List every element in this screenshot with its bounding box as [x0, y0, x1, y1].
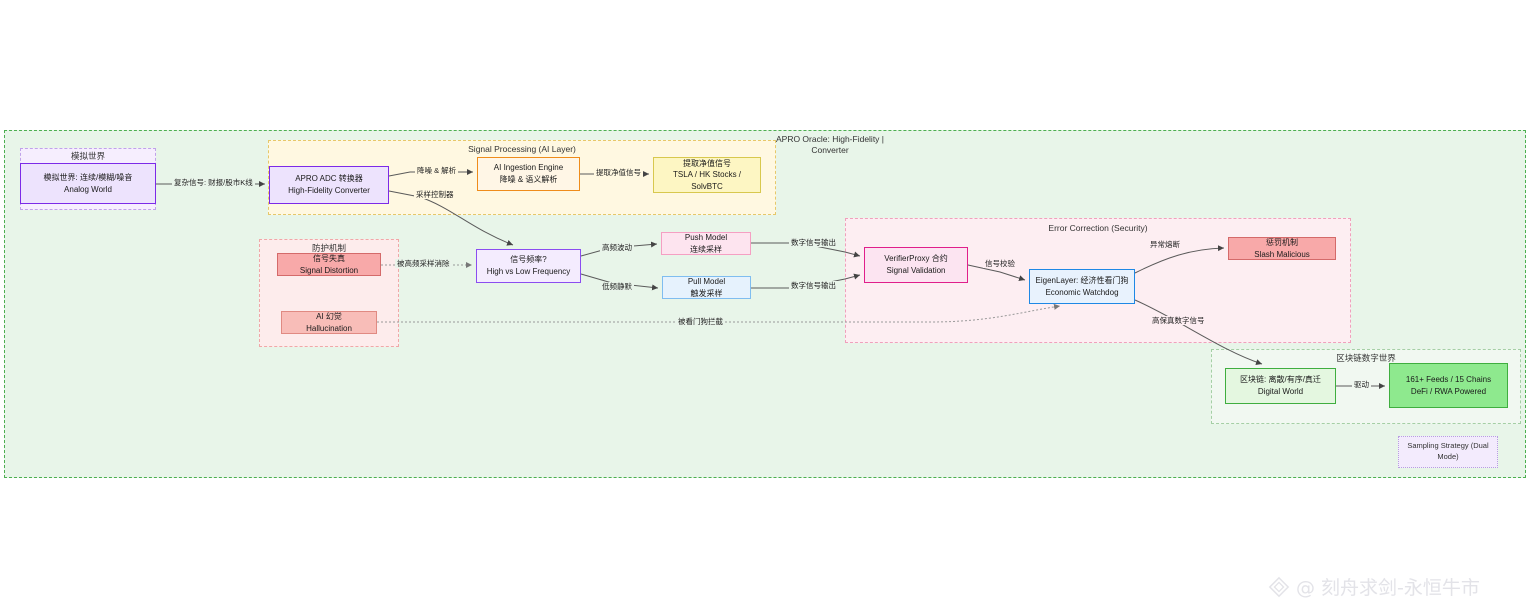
edge-label-low-freq: 低频静默: [600, 282, 634, 291]
subgraph-digital-world-title: 区块链数字世界: [1336, 353, 1396, 363]
edge-label-complex-signal: 复杂信号: 财报/股市K线: [172, 178, 255, 187]
subgraph-error-correction-title: Error Correction (Security): [1048, 223, 1148, 233]
watermark-handle: @ 刻舟求剑-永恒牛市: [1296, 577, 1480, 599]
diamond-logo-icon: [1268, 576, 1290, 597]
subgraph-apro-oracle-title: APRO Oracle: High-Fidelity | Converter: [775, 134, 884, 156]
subgraph-signal-processing-title: Signal Processing (AI Layer): [468, 144, 576, 154]
edge-label-anomaly-break: 异常熔断: [1148, 240, 1182, 249]
edge-label-high-freq: 高频波动: [600, 243, 634, 252]
subgraph-protection-title: 防护机制: [311, 243, 346, 253]
node-signal-frequency[interactable]: 信号频率?High vs Low Frequency: [476, 249, 581, 283]
edge-label-high-fidelity: 高保真数字信号: [1150, 316, 1207, 325]
edge-label-sampling-ctrl: 采样控制器: [414, 190, 456, 199]
edge-label-digital-out-1: 数字信号输出: [789, 238, 838, 247]
edge-label-eliminated: 被高频采样消除: [395, 259, 452, 268]
edge-label-watchdog-block: 被看门狗拦截: [676, 317, 725, 326]
subgraph-analog-world-title: 模拟世界: [70, 151, 105, 161]
edge-label-denoise-parse: 降噪 & 解析: [415, 166, 459, 175]
edge-label-digital-out-2: 数字信号输出: [789, 281, 838, 290]
edge-label-extract-nav: 提取净值信号: [594, 168, 643, 177]
edge-label-drive: 驱动: [1352, 380, 1371, 389]
edge-label-signal-verify: 信号校验: [983, 259, 1017, 268]
watermark: @ 刻舟求剑-永恒牛市: [1268, 573, 1480, 600]
node-sampling-strategy[interactable]: Sampling Strategy (Dual Mode): [1398, 436, 1498, 468]
